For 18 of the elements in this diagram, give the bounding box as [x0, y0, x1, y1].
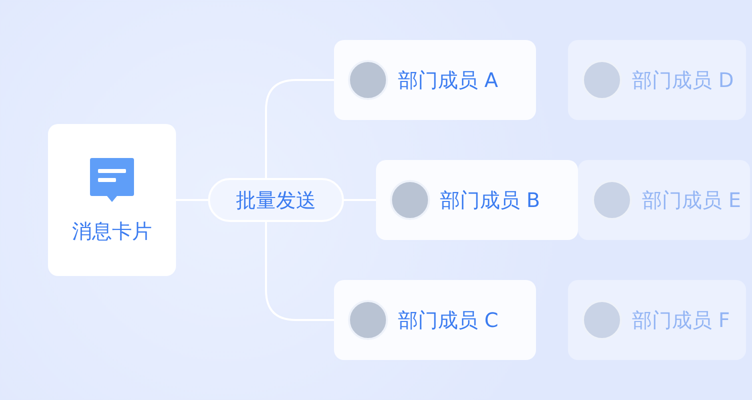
member-card [334, 40, 536, 120]
message-card [48, 124, 176, 276]
connector-line [265, 222, 334, 321]
member-name: 部门成员 B [440, 186, 540, 214]
member-card [568, 280, 746, 360]
member-card [568, 40, 746, 120]
member-name: 部门成员 D [632, 66, 734, 94]
member-card [578, 160, 750, 240]
member-name: 部门成员 E [642, 186, 741, 214]
action-pill [208, 178, 344, 222]
member-card [376, 160, 578, 240]
member-name: 部门成员 C [398, 306, 498, 334]
connector-line [265, 79, 334, 178]
card-title: 消息卡片 [72, 218, 152, 244]
member-card [334, 280, 536, 360]
action-label: 批量发送 [236, 186, 316, 214]
member-name: 部门成员 A [398, 66, 498, 94]
member-name: 部门成员 F [632, 306, 730, 334]
